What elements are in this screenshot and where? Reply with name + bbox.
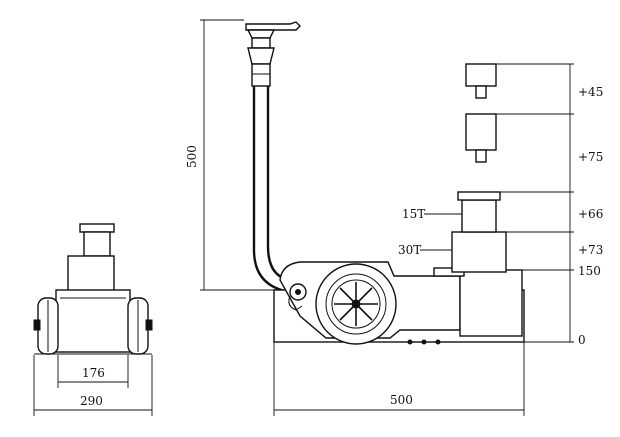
valve-lower — [251, 63, 271, 87]
stage-label-plus73: +73 — [578, 243, 603, 257]
valve-head — [246, 29, 276, 39]
front-right-axle-cap — [145, 319, 153, 331]
base-length-label: 500 — [390, 393, 413, 407]
front-view: 176 290 — [33, 223, 153, 416]
front-saddle-cap — [79, 223, 115, 233]
handle-grip — [245, 21, 301, 31]
handle-tube-outer — [252, 86, 291, 294]
wheel-spokes — [334, 282, 378, 326]
saddle — [457, 191, 501, 201]
capacity-30t: 30T — [398, 243, 421, 257]
extension-45-pin — [475, 85, 487, 99]
extension-45 — [465, 63, 497, 87]
stage-label-plus75: +75 — [578, 150, 603, 164]
front-left-axle-cap — [33, 319, 41, 331]
front-top-ram — [83, 231, 111, 257]
stage-1-ram — [461, 199, 497, 233]
outer-width-label: 290 — [80, 394, 103, 408]
stage-label-150: 150 — [578, 264, 601, 278]
front-body — [55, 289, 131, 353]
stage-label-plus45: +45 — [578, 85, 603, 99]
side-view: 500 — [185, 19, 603, 416]
valve-collar — [251, 37, 271, 49]
handle-tube-inner — [266, 86, 293, 282]
valve-body — [247, 47, 275, 65]
extension-75-pin — [475, 149, 487, 163]
stage-label-0: 0 — [578, 333, 586, 347]
front-lower-ram — [67, 255, 115, 293]
capacity-15t: 15T — [402, 207, 425, 221]
inner-width-label: 176 — [82, 366, 105, 380]
stage-label-plus66: +66 — [578, 207, 603, 221]
cylinder-base — [459, 269, 523, 337]
stage-2-ram — [451, 231, 507, 273]
handle-height-label: 500 — [185, 145, 199, 168]
extension-75 — [465, 113, 497, 151]
